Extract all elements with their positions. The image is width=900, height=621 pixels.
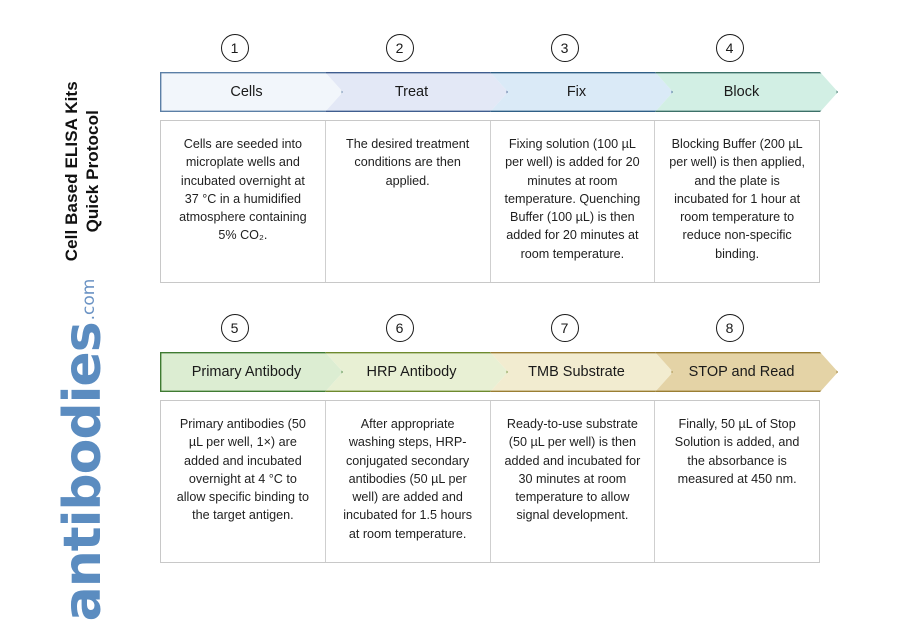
step-description-8: Finally, 50 µL of Stop Solution is added… (655, 401, 819, 562)
protocol-row-2: 5 6 7 8 Primary Antibody HRP Antibody TMB Sub… (160, 314, 820, 563)
step-description-text-6: After appropriate washing steps, HRP-con… (343, 417, 473, 541)
description-row-1: Cells are seeded into microplate wells a… (160, 120, 820, 283)
step-description-2: The desired treatment conditions are the… (326, 121, 491, 282)
step-chevron-4[interactable]: Block (655, 72, 838, 112)
step-chevron-3[interactable]: Fix (490, 72, 673, 112)
step-number-4: 4 (715, 34, 744, 62)
logo-domain-suffix: .com (79, 278, 99, 321)
protocol-row-1: 1 2 3 4 Cells Treat Fix Block Cells are seeded… (160, 34, 820, 283)
page-title: Cell Based ELISA Kits Quick Protocol (61, 31, 104, 311)
logo-wordmark: antibodies (52, 322, 113, 621)
step-chevron-label-4: Block (723, 84, 760, 100)
step-description-4: Blocking Buffer (200 µL per well) is the… (655, 121, 819, 282)
step-number-3: 3 (550, 34, 579, 62)
step-description-text-2: The desired treatment conditions are the… (346, 137, 470, 188)
step-number-7: 7 (550, 314, 579, 342)
step-description-text-1: Cells are seeded into microplate wells a… (179, 137, 307, 243)
chevron-track-1: Cells Treat Fix Block (160, 72, 820, 112)
step-description-text-8: Finally, 50 µL of Stop Solution is added… (674, 417, 800, 486)
step-number-track-2: 5 6 7 8 (160, 314, 820, 352)
step-description-text-4: Blocking Buffer (200 µL per well) is the… (669, 137, 806, 261)
step-chevron-7[interactable]: TMB Substrate (490, 352, 673, 392)
description-row-2: Primary antibodies (50 µL per well, 1×) … (160, 400, 820, 563)
step-description-6: After appropriate washing steps, HRP-con… (326, 401, 491, 562)
step-chevron-label-8: STOP and Read (688, 364, 795, 380)
step-description-text-3: Fixing solution (100 µL per well) is add… (504, 137, 641, 261)
step-chevron-label-1: Cells (230, 84, 263, 100)
step-chevron-label-5: Primary Antibody (191, 364, 302, 380)
step-description-text-5: Primary antibodies (50 µL per well, 1×) … (176, 417, 310, 523)
step-chevron-6[interactable]: HRP Antibody (325, 352, 508, 392)
page-title-line-2: Quick Protocol (83, 110, 102, 233)
step-description-3: Fixing solution (100 µL per well) is add… (491, 121, 656, 282)
step-chevron-label-6: HRP Antibody (366, 364, 457, 380)
step-description-7: Ready-to-use substrate (50 µL per well) … (491, 401, 656, 562)
step-chevron-8[interactable]: STOP and Read (655, 352, 838, 392)
step-description-text-7: Ready-to-use substrate (50 µL per well) … (504, 417, 641, 523)
step-chevron-label-2: Treat (394, 84, 429, 100)
step-number-1: 1 (220, 34, 249, 62)
step-number-2: 2 (385, 34, 414, 62)
step-description-1: Cells are seeded into microplate wells a… (161, 121, 326, 282)
step-chevron-label-7: TMB Substrate (528, 364, 625, 380)
step-number-track-1: 1 2 3 4 (160, 34, 820, 72)
chevron-track-2: Primary Antibody HRP Antibody TMB Substrat… (160, 352, 820, 392)
step-chevron-1[interactable]: Cells (160, 72, 343, 112)
step-number-8: 8 (715, 314, 744, 342)
antibodies-logo: antibodies .com (38, 279, 113, 621)
protocol-diagram: Cell Based ELISA Kits Quick Protocol ant… (53, 31, 900, 621)
step-number-5: 5 (220, 314, 249, 342)
step-chevron-label-3: Fix (566, 84, 587, 100)
page-title-line-1: Cell Based ELISA Kits (61, 81, 81, 262)
step-number-6: 6 (385, 314, 414, 342)
step-chevron-2[interactable]: Treat (325, 72, 508, 112)
step-chevron-5[interactable]: Primary Antibody (160, 352, 343, 392)
step-description-5: Primary antibodies (50 µL per well, 1×) … (161, 401, 326, 562)
